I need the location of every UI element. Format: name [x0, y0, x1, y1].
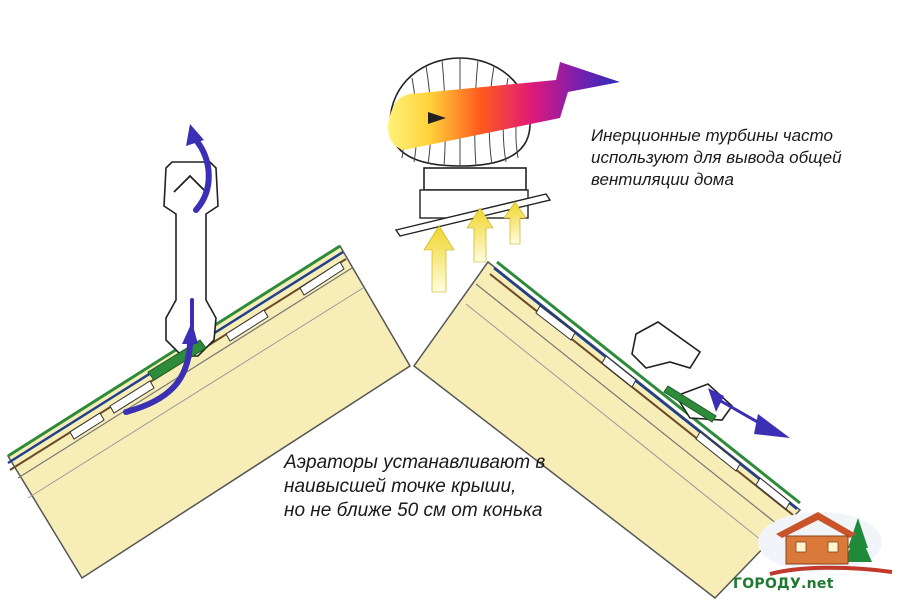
- turbine-caption-line-2: используют для вывода общей: [591, 147, 842, 167]
- tile-clips-left: [69, 261, 345, 440]
- ridge-aerator: [631, 321, 734, 423]
- membrane-green-right: [496, 260, 801, 505]
- turbine-caption: Инерционные турбины часто используют для…: [591, 125, 842, 190]
- site-logo: [758, 512, 893, 576]
- ridge-aerator-airflow-arrow: [708, 388, 790, 438]
- aerator-caption-line-1: Аэраторы устанавливают в: [284, 452, 546, 473]
- aerator-caption-line-2: наивысшей точке крыши,: [284, 476, 517, 498]
- turbine-caption-line-1: Инерционные турбины часто: [591, 126, 833, 145]
- exhaust-heat-arrow: [388, 62, 620, 150]
- membrane-green-left: [7, 244, 341, 458]
- logo-text: ГОРОДУ.net: [733, 576, 834, 592]
- aerator-arrow-head-top: [186, 124, 204, 146]
- inertial-turbine: [388, 57, 620, 237]
- membrane-blue-right: [493, 267, 798, 510]
- aerator-caption-line-3: но не ближе 50 см от конька: [284, 500, 543, 522]
- house-icon: [785, 535, 849, 565]
- tile-clips-right: [535, 305, 791, 510]
- aerator-caption: Аэраторы устанавливают в наивысшей точке…: [284, 451, 545, 523]
- rising-air-arrows: [423, 201, 527, 293]
- roof-slope-right: [412, 260, 802, 600]
- aerator-pipe: [147, 161, 219, 381]
- house-roof-icon: [776, 512, 856, 538]
- aerator-arrow-head-mid: [182, 322, 198, 344]
- roof-slope-left: [6, 244, 412, 580]
- turbine-caption-line-3: вентиляции дома: [591, 169, 734, 189]
